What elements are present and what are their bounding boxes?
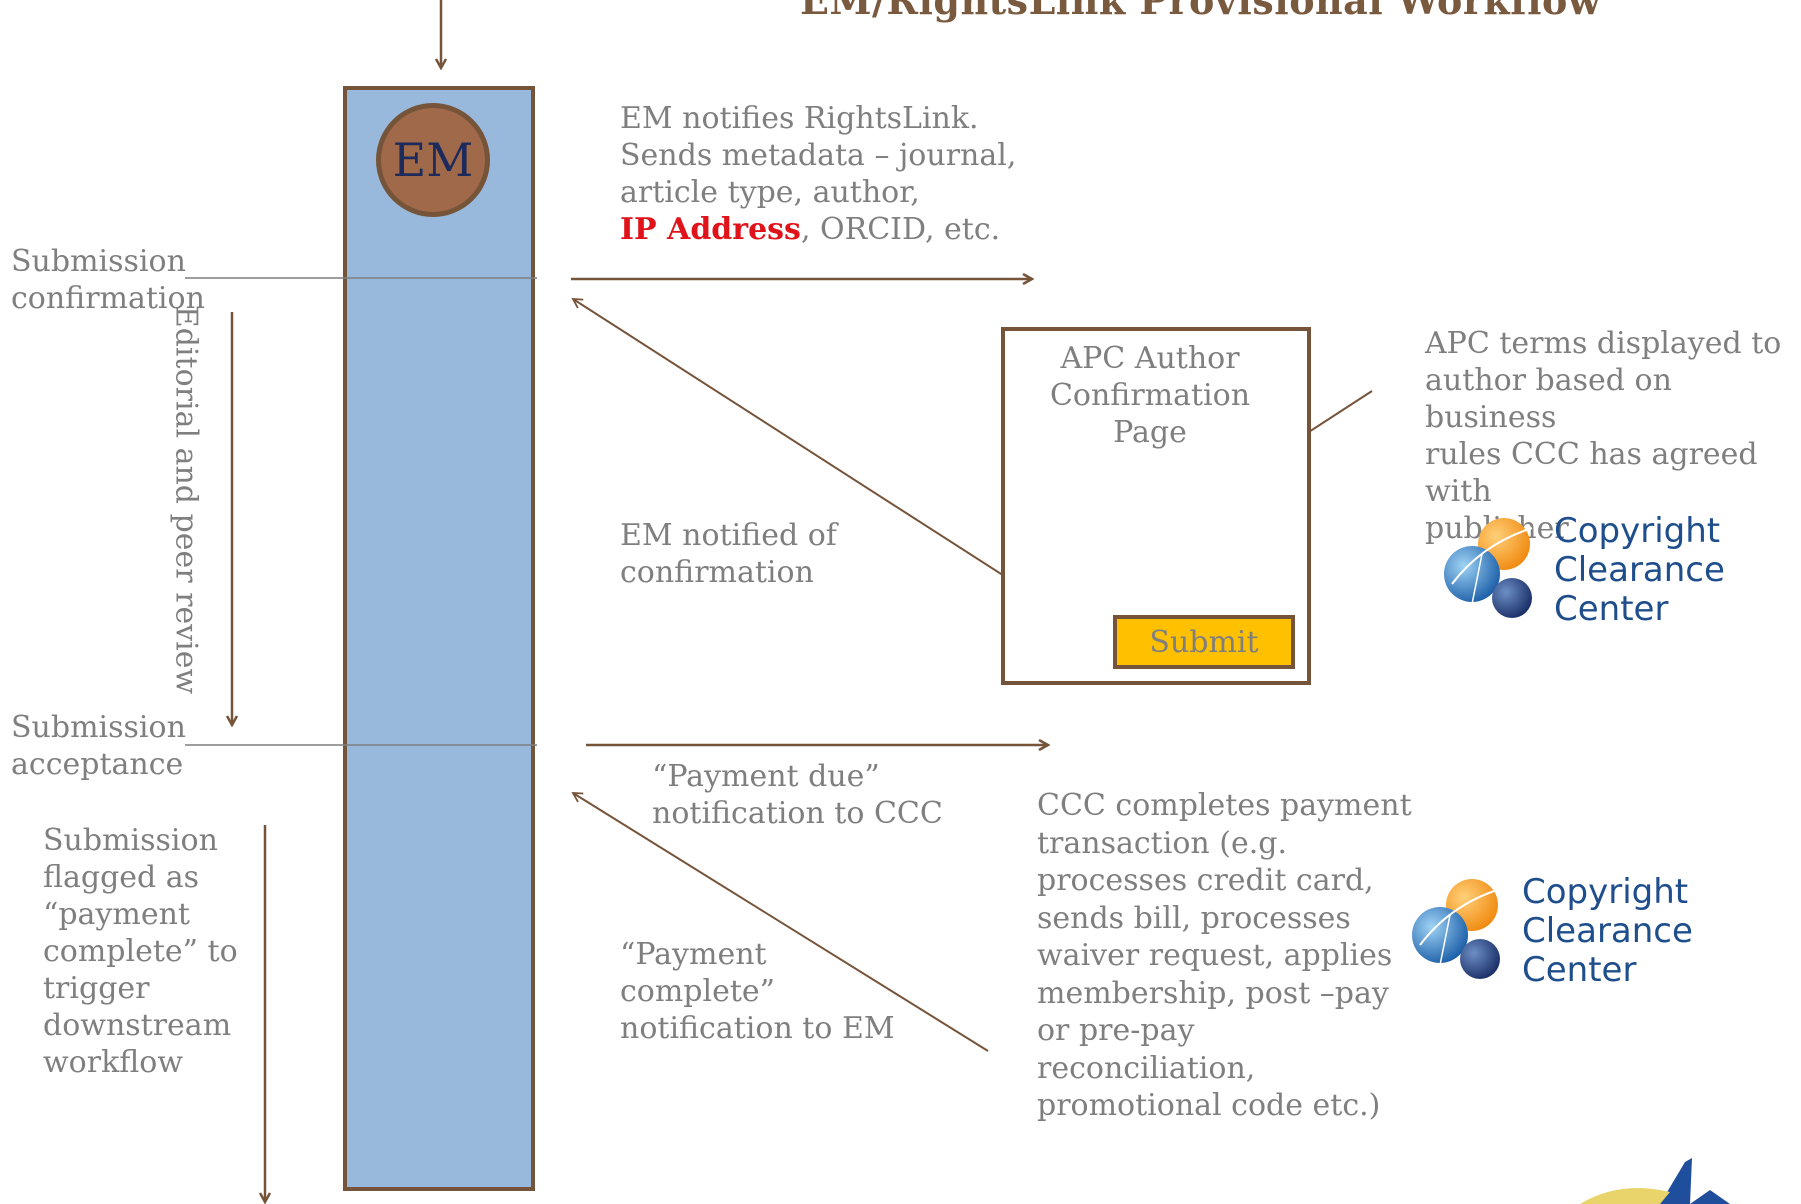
note-em-notified: EM notified of confirmation <box>620 518 837 590</box>
label-flagged: Submission flagged as “payment complete”… <box>43 823 238 1080</box>
note-em-notifies-tail: , ORCID, etc. <box>800 212 1001 247</box>
payment-complete-arrow <box>571 792 989 1052</box>
note-payment-due: “Payment due” notification to CCC <box>652 759 943 831</box>
ccc-logo-text: Copyright Clearance Center <box>1554 511 1725 629</box>
label-submission-confirmation: Submission confirmation <box>11 244 205 316</box>
ccc-logo: Copyright Clearance Center <box>1442 512 1762 632</box>
submit-button[interactable]: Submit <box>1113 615 1295 669</box>
note-ccc-completes: CCC completes payment transaction (e.g. … <box>1037 788 1412 1123</box>
ccc-logo-mark-icon <box>1444 518 1533 618</box>
corner-logo-icon <box>1580 1158 1730 1204</box>
em-badge: EM <box>376 103 490 217</box>
note-em-notifies-text: EM notifies RightsLink. Sends metadata –… <box>620 101 1017 210</box>
apc-page-title: APC Author Confirmation Page <box>1049 341 1251 450</box>
ccc-logo-mark-icon <box>1412 879 1501 979</box>
label-editorial-review: Editorial and peer review <box>168 305 204 695</box>
note-payment-complete: “Payment complete” notification to EM <box>620 937 895 1046</box>
note-em-notifies: EM notifies RightsLink. Sends metadata –… <box>620 100 1016 248</box>
ccc-logo-text: Copyright Clearance Center <box>1522 872 1693 990</box>
diagram-title: EM/RightsLink Provisional Workflow <box>800 0 1602 23</box>
label-submission-acceptance: Submission acceptance <box>11 710 186 782</box>
ccc-logo: Copyright Clearance Center <box>1410 873 1730 993</box>
confirmation-return-arrow <box>571 297 1069 618</box>
em-badge-label: EM <box>392 133 474 187</box>
em-column <box>343 86 535 1191</box>
ip-address-highlight: IP Address <box>620 212 801 247</box>
